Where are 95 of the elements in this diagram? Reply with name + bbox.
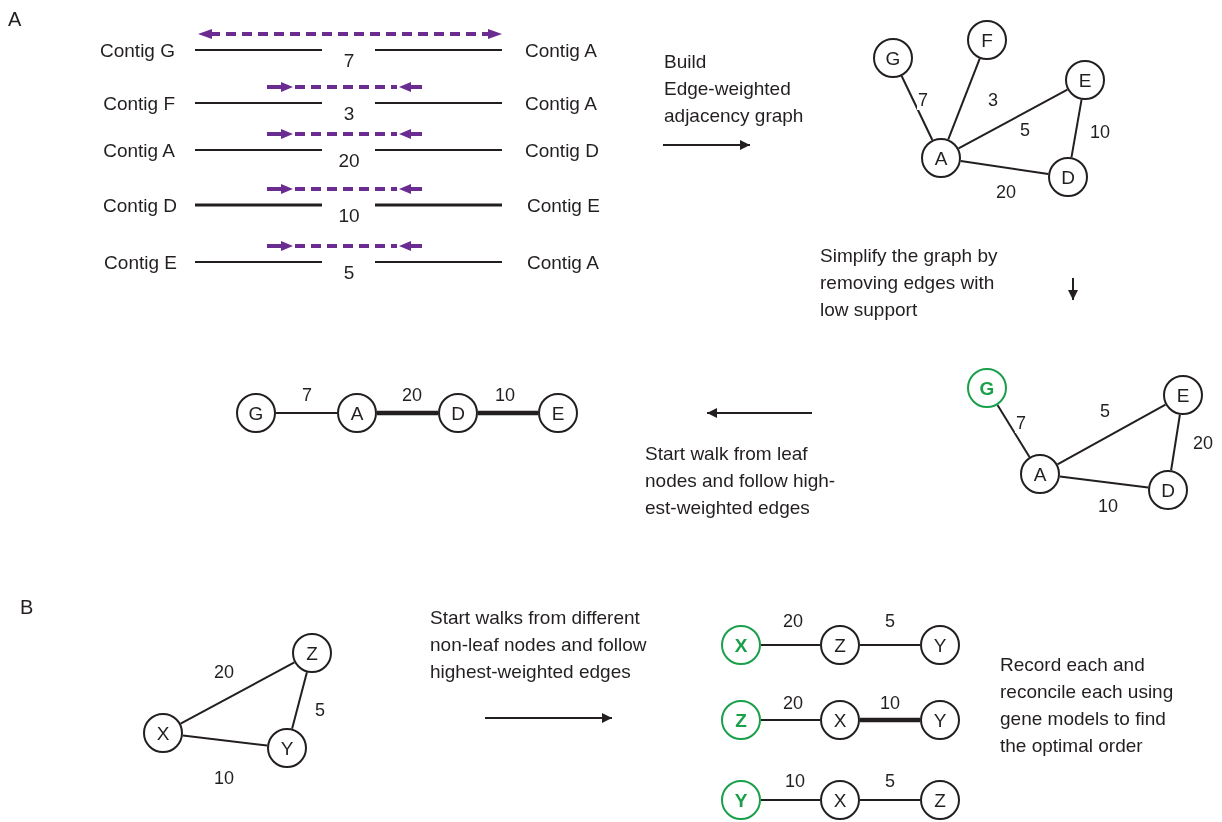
node-label: E — [1176, 385, 1190, 405]
graph-node-circle — [337, 393, 377, 433]
graph-node-circle — [538, 393, 578, 433]
node-label: A — [1033, 464, 1047, 484]
text-label: 7 — [342, 49, 356, 73]
panel-letter: A — [8, 7, 22, 32]
text-label: Contig D — [525, 139, 599, 163]
graph-edge — [291, 671, 308, 730]
graph-node-circle — [920, 625, 960, 665]
graph-node-circle — [1148, 470, 1188, 510]
graph-edge — [996, 404, 1031, 458]
text-label: Contig A — [102, 139, 175, 163]
text-label: Build Edge-weighted adjacency graph — [664, 50, 805, 128]
graph-edge — [179, 661, 296, 725]
graph-node-circle — [820, 625, 860, 665]
text-label: Contig G — [99, 39, 175, 63]
node-label: Z — [735, 710, 747, 730]
panel-letter: B — [20, 595, 34, 620]
graph-node-circle — [236, 393, 276, 433]
graph-node-circle — [967, 20, 1007, 60]
node-label: D — [1061, 167, 1075, 187]
node-label: X — [734, 635, 748, 655]
text-label: Start walk from leaf nodes and follow high-est-weighted edges — [645, 442, 837, 520]
graph-edge — [900, 75, 934, 141]
text-label: Contig E — [103, 251, 177, 275]
node-label: E — [1078, 70, 1092, 90]
node-label: F — [981, 30, 993, 50]
text-label: Contig E — [527, 194, 600, 218]
graph-edge — [1070, 98, 1083, 159]
graph-node-circle — [921, 138, 961, 178]
start-node-circle — [721, 625, 761, 665]
text-label: Simplify the graph by removing edges with low support — [820, 244, 999, 322]
graph-edge — [1170, 413, 1181, 472]
text-label: Contig F — [102, 92, 175, 116]
graph-node-circle — [1048, 157, 1088, 197]
node-label: D — [1161, 480, 1175, 500]
node-label: Y — [933, 635, 947, 655]
graph-edge — [760, 644, 821, 646]
graph-node-circle — [873, 38, 913, 78]
graph-node-circle — [292, 633, 332, 673]
node-label: Y — [933, 710, 947, 730]
text-label: 20 — [337, 149, 361, 173]
node-label: Y — [280, 738, 294, 758]
text-label: 3 — [342, 102, 356, 126]
graph-node-circle — [820, 780, 860, 820]
text-label: 5 — [342, 261, 356, 285]
start-node-circle — [721, 780, 761, 820]
graph-edge — [859, 799, 921, 801]
text-label: Contig A — [525, 39, 597, 63]
node-label: X — [833, 710, 847, 730]
node-label: Z — [834, 635, 846, 655]
graph-edge — [760, 799, 821, 801]
graph-node-circle — [267, 728, 307, 768]
graph-node-circle — [438, 393, 478, 433]
node-label: X — [156, 723, 170, 743]
graph-edge — [1056, 403, 1167, 466]
graph-edge — [1058, 475, 1150, 489]
text-label: Contig A — [525, 92, 597, 116]
graph-edge — [275, 412, 338, 414]
text-label: Start walks from different non-leaf nodes and follow highest-weighted edges — [430, 606, 648, 684]
text-label: Contig A — [527, 251, 599, 275]
node-label: E — [551, 403, 565, 423]
node-label: Z — [934, 790, 946, 810]
text-label: 10 — [337, 204, 361, 228]
graph-edge — [957, 88, 1069, 150]
edge-weight-label: 7 — [1015, 413, 1027, 433]
start-node-circle — [721, 700, 761, 740]
graph-edge — [377, 410, 438, 416]
graph-edge — [947, 57, 981, 141]
node-label: D — [451, 403, 465, 423]
graph-node-circle — [920, 700, 960, 740]
node-label: G — [885, 48, 901, 68]
graph-edge — [859, 644, 921, 646]
graph-edge — [181, 734, 269, 747]
node-label: Y — [734, 790, 748, 810]
graph-node-circle — [143, 713, 183, 753]
node-label: G — [248, 403, 264, 423]
graph-node-circle — [820, 700, 860, 740]
node-label: X — [833, 790, 847, 810]
edge-weight-label: 7 — [917, 90, 929, 110]
graph-edge — [959, 159, 1050, 176]
node-label: A — [350, 403, 364, 423]
node-label: A — [934, 148, 948, 168]
graph-node-circle — [1020, 454, 1060, 494]
text-label: Contig D — [102, 194, 177, 218]
graph-edge — [478, 410, 538, 416]
graph-node-circle — [920, 780, 960, 820]
text-label: Record each and reconcile each using gene models to find the optimal order — [1000, 653, 1175, 758]
graph-node-circle — [1065, 60, 1105, 100]
graph-edge — [760, 719, 821, 721]
graph-edge — [860, 717, 920, 723]
node-label: G — [979, 378, 995, 398]
graph-node-circle — [1163, 375, 1203, 415]
start-node-circle — [967, 368, 1007, 408]
node-label: Z — [306, 643, 318, 663]
